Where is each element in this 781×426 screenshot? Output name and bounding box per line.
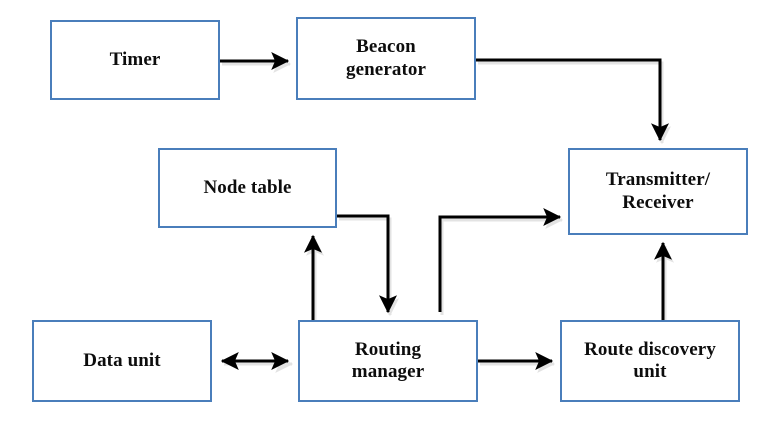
block-beacon-generator[interactable]: Beacon generator bbox=[296, 17, 476, 100]
block-transmitter-receiver[interactable]: Transmitter/ Receiver bbox=[568, 148, 748, 235]
block-beacon-generator-label: Beacon generator bbox=[345, 36, 427, 80]
block-transmitter-receiver-label: Transmitter/ Receiver bbox=[605, 169, 711, 213]
block-route-discovery-unit-label: Route discovery unit bbox=[584, 338, 716, 382]
connector-node-table-to-routing-manager bbox=[337, 214, 397, 314]
block-routing-manager-label: Routing manager bbox=[351, 338, 425, 382]
block-route-discovery-unit[interactable]: Route discovery unit bbox=[560, 320, 740, 402]
block-timer[interactable]: Timer bbox=[50, 20, 220, 100]
connector-shadow-routing-manager-to-transmitter-receiver bbox=[440, 211, 564, 315]
block-timer-label: Timer bbox=[109, 48, 161, 70]
block-node-table[interactable]: Node table bbox=[158, 148, 337, 228]
block-routing-manager[interactable]: Routing manager bbox=[298, 320, 478, 402]
connector-shadow-node-table-to-routing-manager bbox=[339, 217, 399, 317]
connector-routing-manager-to-transmitter-receiver bbox=[438, 208, 562, 312]
block-data-unit[interactable]: Data unit bbox=[32, 320, 212, 402]
block-node-table-label: Node table bbox=[203, 176, 292, 198]
block-data-unit-label: Data unit bbox=[83, 349, 161, 371]
connector-shadow-beacon-generator-to-transmitter-receiver bbox=[478, 61, 671, 145]
connector-beacon-generator-to-transmitter-receiver bbox=[476, 58, 669, 142]
